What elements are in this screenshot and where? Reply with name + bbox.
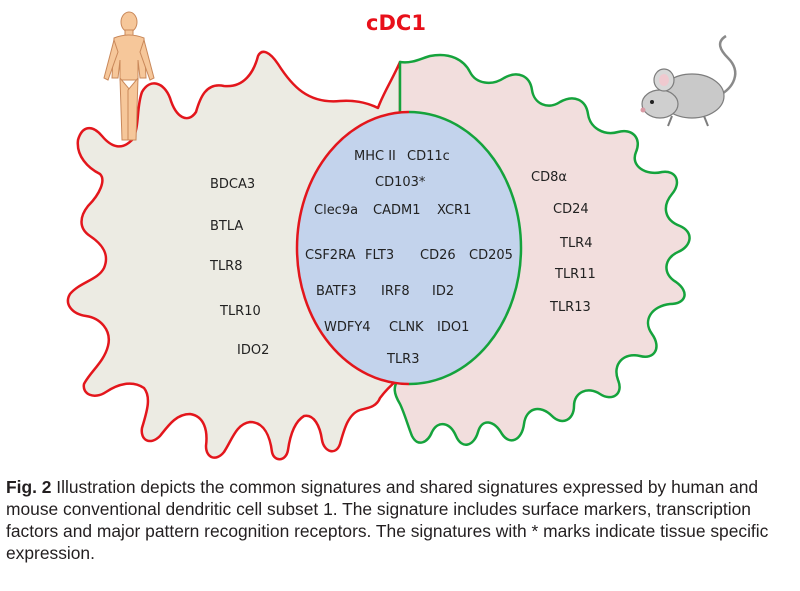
human-figure-icon — [103, 11, 155, 141]
shared-marker: CADM1 — [373, 203, 420, 218]
shared-marker: CLNK — [389, 320, 424, 335]
shared-marker: CSF2RA — [305, 248, 356, 263]
mouse-marker: TLR13 — [549, 300, 591, 315]
cdc1-diagram: cDC1 BDCA3 BTLA TLR8 TLR10 IDO2 CD8α CD2… — [66, 11, 737, 461]
shared-marker: CD103* — [375, 175, 426, 190]
mouse-icon — [640, 34, 737, 127]
shared-marker: TLR3 — [386, 352, 420, 367]
shared-marker: CD11c — [407, 149, 450, 164]
shared-marker: MHC II — [354, 149, 396, 164]
shared-ellipse-left-border — [295, 110, 410, 386]
shared-marker: FLT3 — [365, 248, 394, 263]
human-marker: TLR8 — [209, 259, 243, 274]
diagram-title: cDC1 — [366, 11, 426, 35]
shared-ellipse-right-border — [408, 110, 523, 386]
shared-signature-ellipse — [297, 112, 521, 384]
shared-marker: CD26 — [420, 248, 456, 263]
mouse-marker: CD8α — [531, 170, 567, 185]
shared-marker: BATF3 — [316, 284, 357, 299]
mouse-marker: TLR11 — [554, 267, 596, 282]
figure-caption: Fig. 2 Illustration depicts the common s… — [6, 476, 796, 564]
shared-marker: ID2 — [432, 284, 454, 299]
shared-marker: IDO1 — [437, 320, 469, 335]
shared-marker: WDFY4 — [324, 320, 371, 335]
mouse-marker: TLR4 — [559, 236, 593, 251]
figure-caption-text: Illustration depicts the common signatur… — [6, 477, 769, 563]
human-cell-shape — [66, 50, 402, 461]
shared-marker: Clec9a — [314, 203, 358, 218]
mouse-marker: CD24 — [553, 202, 589, 217]
shared-marker: IRF8 — [381, 284, 410, 299]
human-marker: BTLA — [210, 219, 243, 234]
figure-label: Fig. 2 — [6, 477, 52, 497]
shared-marker: CD205 — [469, 248, 513, 263]
human-marker: IDO2 — [237, 343, 269, 358]
shared-marker: XCR1 — [437, 203, 471, 218]
human-marker: BDCA3 — [210, 177, 255, 192]
human-marker: TLR10 — [219, 304, 261, 319]
